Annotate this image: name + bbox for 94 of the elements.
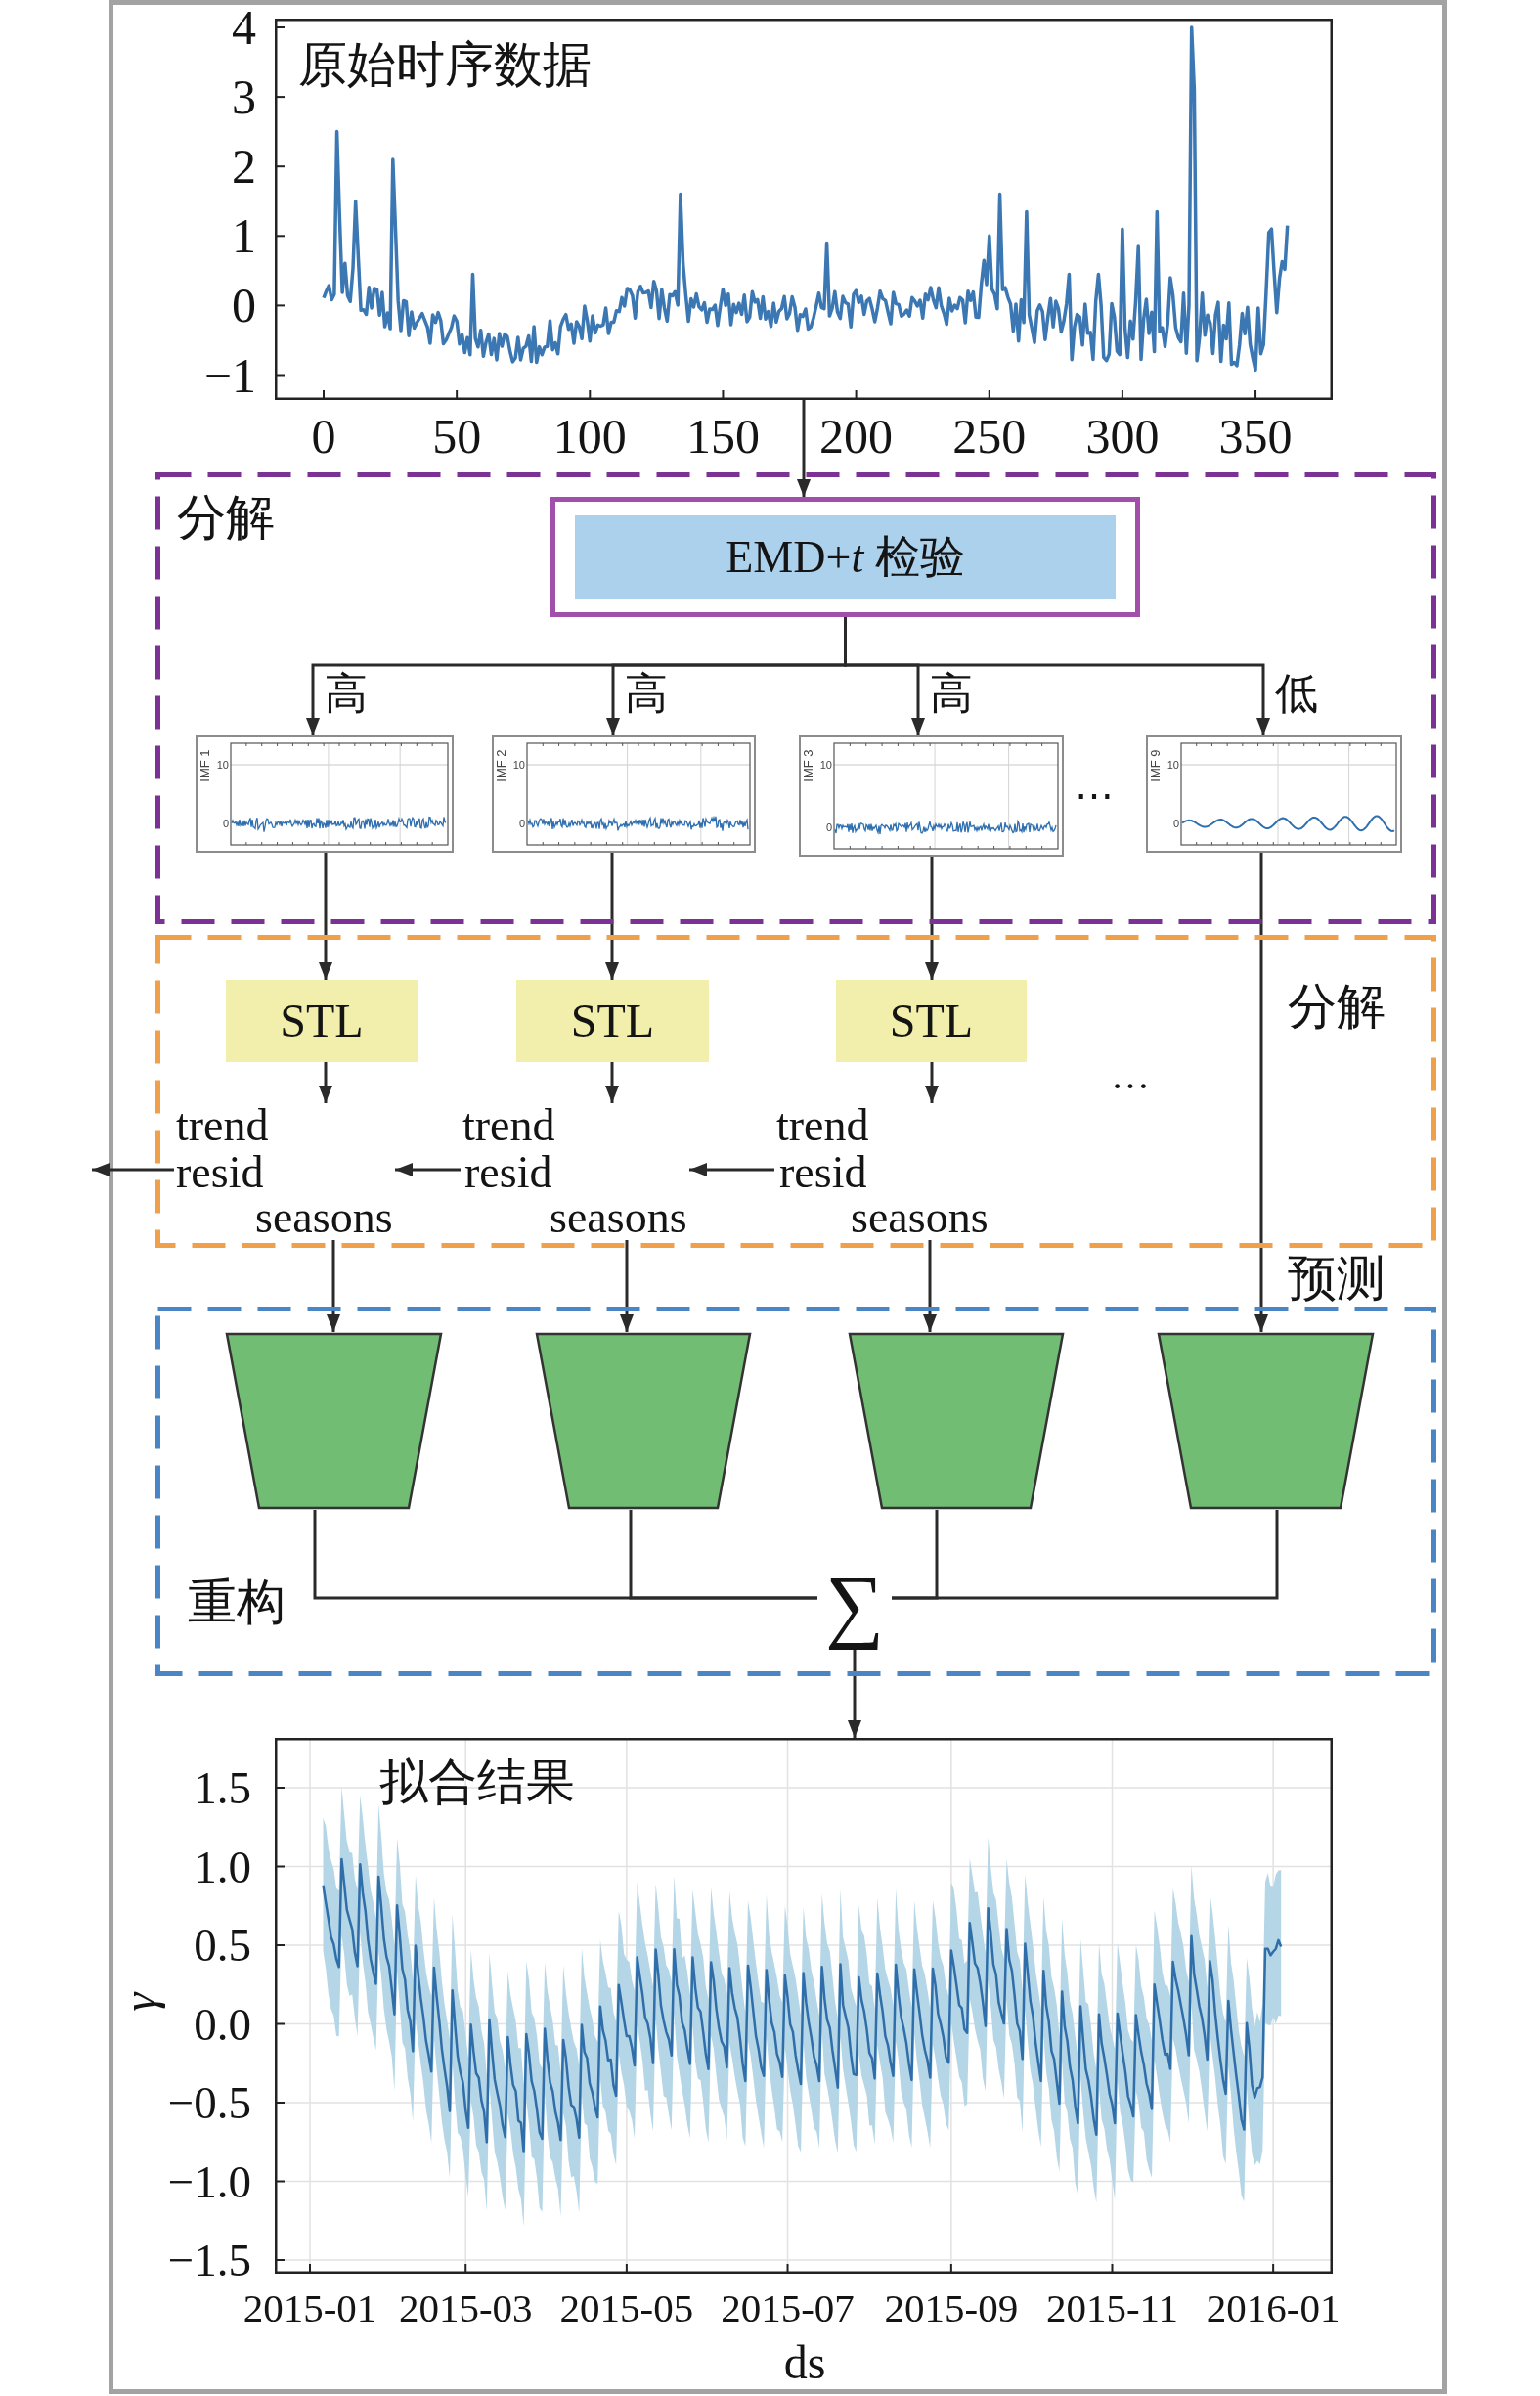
arrow: [92, 1163, 174, 1176]
ellipsis: ⋯: [1074, 775, 1115, 818]
edge-label: 低: [1275, 673, 1318, 716]
tick-label: 0: [221, 817, 229, 830]
output-label: trend: [176, 1103, 269, 1148]
trapezoid-block: [535, 1332, 752, 1510]
stage-box: [155, 472, 1436, 924]
process-box: STL: [836, 980, 1027, 1062]
tick-label: 250: [951, 412, 1028, 461]
tick-label: 0.0: [193, 2004, 251, 2044]
tick-label: 10: [818, 758, 832, 772]
tick-label: 4: [231, 8, 256, 47]
arrow: [1254, 853, 1268, 1332]
tick-label: 0: [517, 817, 525, 830]
arrow: [319, 853, 332, 980]
tick-label: −1.0: [166, 2161, 251, 2201]
ellipsis: …: [1110, 1056, 1151, 1095]
process-box: STL: [516, 980, 709, 1062]
tick-label: 200: [818, 412, 895, 461]
trapezoid-block: [1157, 1332, 1375, 1510]
tick-label: 0: [824, 821, 832, 834]
process-box: STL: [226, 980, 418, 1062]
tick-label: 1: [231, 216, 256, 256]
chart-title: 拟合结果: [379, 1757, 575, 1806]
signal-plot: [799, 735, 1064, 857]
tick-label: 10: [1166, 758, 1179, 772]
axis-label: IMF 2: [495, 748, 508, 784]
tick-label: 0: [231, 286, 256, 326]
tick-label: −1: [202, 355, 256, 395]
stage-label: 重构: [188, 1579, 286, 1624]
arrow: [395, 1163, 461, 1176]
arrow: [925, 1062, 939, 1103]
tick-label: −0.5: [166, 2083, 251, 2122]
stage-box: [155, 935, 1436, 1248]
trapezoid-block: [848, 1332, 1065, 1510]
signal-plot: [492, 735, 756, 853]
tick-label: 2015-07: [720, 2288, 856, 2329]
edge-label: 高: [325, 673, 368, 716]
arrow: [848, 1647, 861, 1738]
tick-label: 1.5: [193, 1768, 251, 1807]
tick-label: 50: [431, 412, 483, 461]
tick-label: 300: [1084, 412, 1161, 461]
output-label: trend: [776, 1103, 869, 1148]
connector-line: [629, 1510, 817, 1600]
tick-label: 2015-01: [242, 2288, 378, 2329]
tick-label: 2015-09: [883, 2288, 1020, 2329]
signal-plot: [1146, 735, 1402, 853]
axis-label: IMF 9: [1149, 748, 1163, 784]
tick-label: 10: [511, 758, 525, 772]
tick-label: 2: [231, 147, 256, 187]
tick-label: 2015-03: [397, 2288, 534, 2329]
stage-label: 分解: [177, 495, 275, 540]
tick-label: 150: [684, 412, 761, 461]
axis-label: ds: [782, 2339, 827, 2386]
arrow: [925, 857, 939, 980]
arrow: [689, 1163, 774, 1176]
axis-label: IMF 3: [802, 748, 815, 784]
output-label: seasons: [550, 1195, 687, 1240]
tick-label: 2015-05: [558, 2288, 695, 2329]
arrow: [319, 1062, 332, 1103]
output-label: trend: [462, 1103, 555, 1148]
edge-label: 高: [930, 673, 973, 716]
output-label: resid: [464, 1150, 552, 1195]
chart-title: 原始时序数据: [298, 40, 592, 89]
stage-label: 分解: [1288, 984, 1386, 1029]
tick-label: 350: [1217, 412, 1294, 461]
arrow: [923, 1240, 937, 1332]
output-label: resid: [176, 1150, 264, 1195]
arrow: [327, 1240, 340, 1332]
tick-label: 0: [310, 412, 337, 461]
tick-label: 2016-01: [1205, 2288, 1342, 2329]
axis-label: γ: [113, 1990, 166, 2014]
tick-label: 2015-11: [1044, 2288, 1180, 2329]
arrow: [797, 400, 811, 497]
edge-label: 高: [625, 673, 668, 716]
tick-label: 10: [215, 758, 229, 772]
process-box: EMD+t 检验: [550, 497, 1140, 617]
tick-label: 1.0: [193, 1846, 251, 1886]
tick-label: −1.5: [166, 2241, 251, 2280]
arrow: [605, 1062, 619, 1103]
connector-line: [892, 1510, 1279, 1600]
tick-label: 3: [231, 77, 256, 117]
output-label: seasons: [255, 1195, 393, 1240]
output-label: seasons: [851, 1195, 989, 1240]
signal-plot: [196, 735, 454, 853]
trapezoid-block: [225, 1332, 443, 1510]
stage-label: 预测: [1288, 1256, 1386, 1301]
arrow: [620, 1240, 634, 1332]
output-label: resid: [779, 1150, 867, 1195]
tick-label: 0.5: [193, 1926, 251, 1965]
arrow: [605, 853, 619, 980]
axis-label: IMF 1: [198, 748, 212, 784]
tick-label: 0: [1171, 817, 1179, 830]
tick-label: 100: [551, 412, 628, 461]
